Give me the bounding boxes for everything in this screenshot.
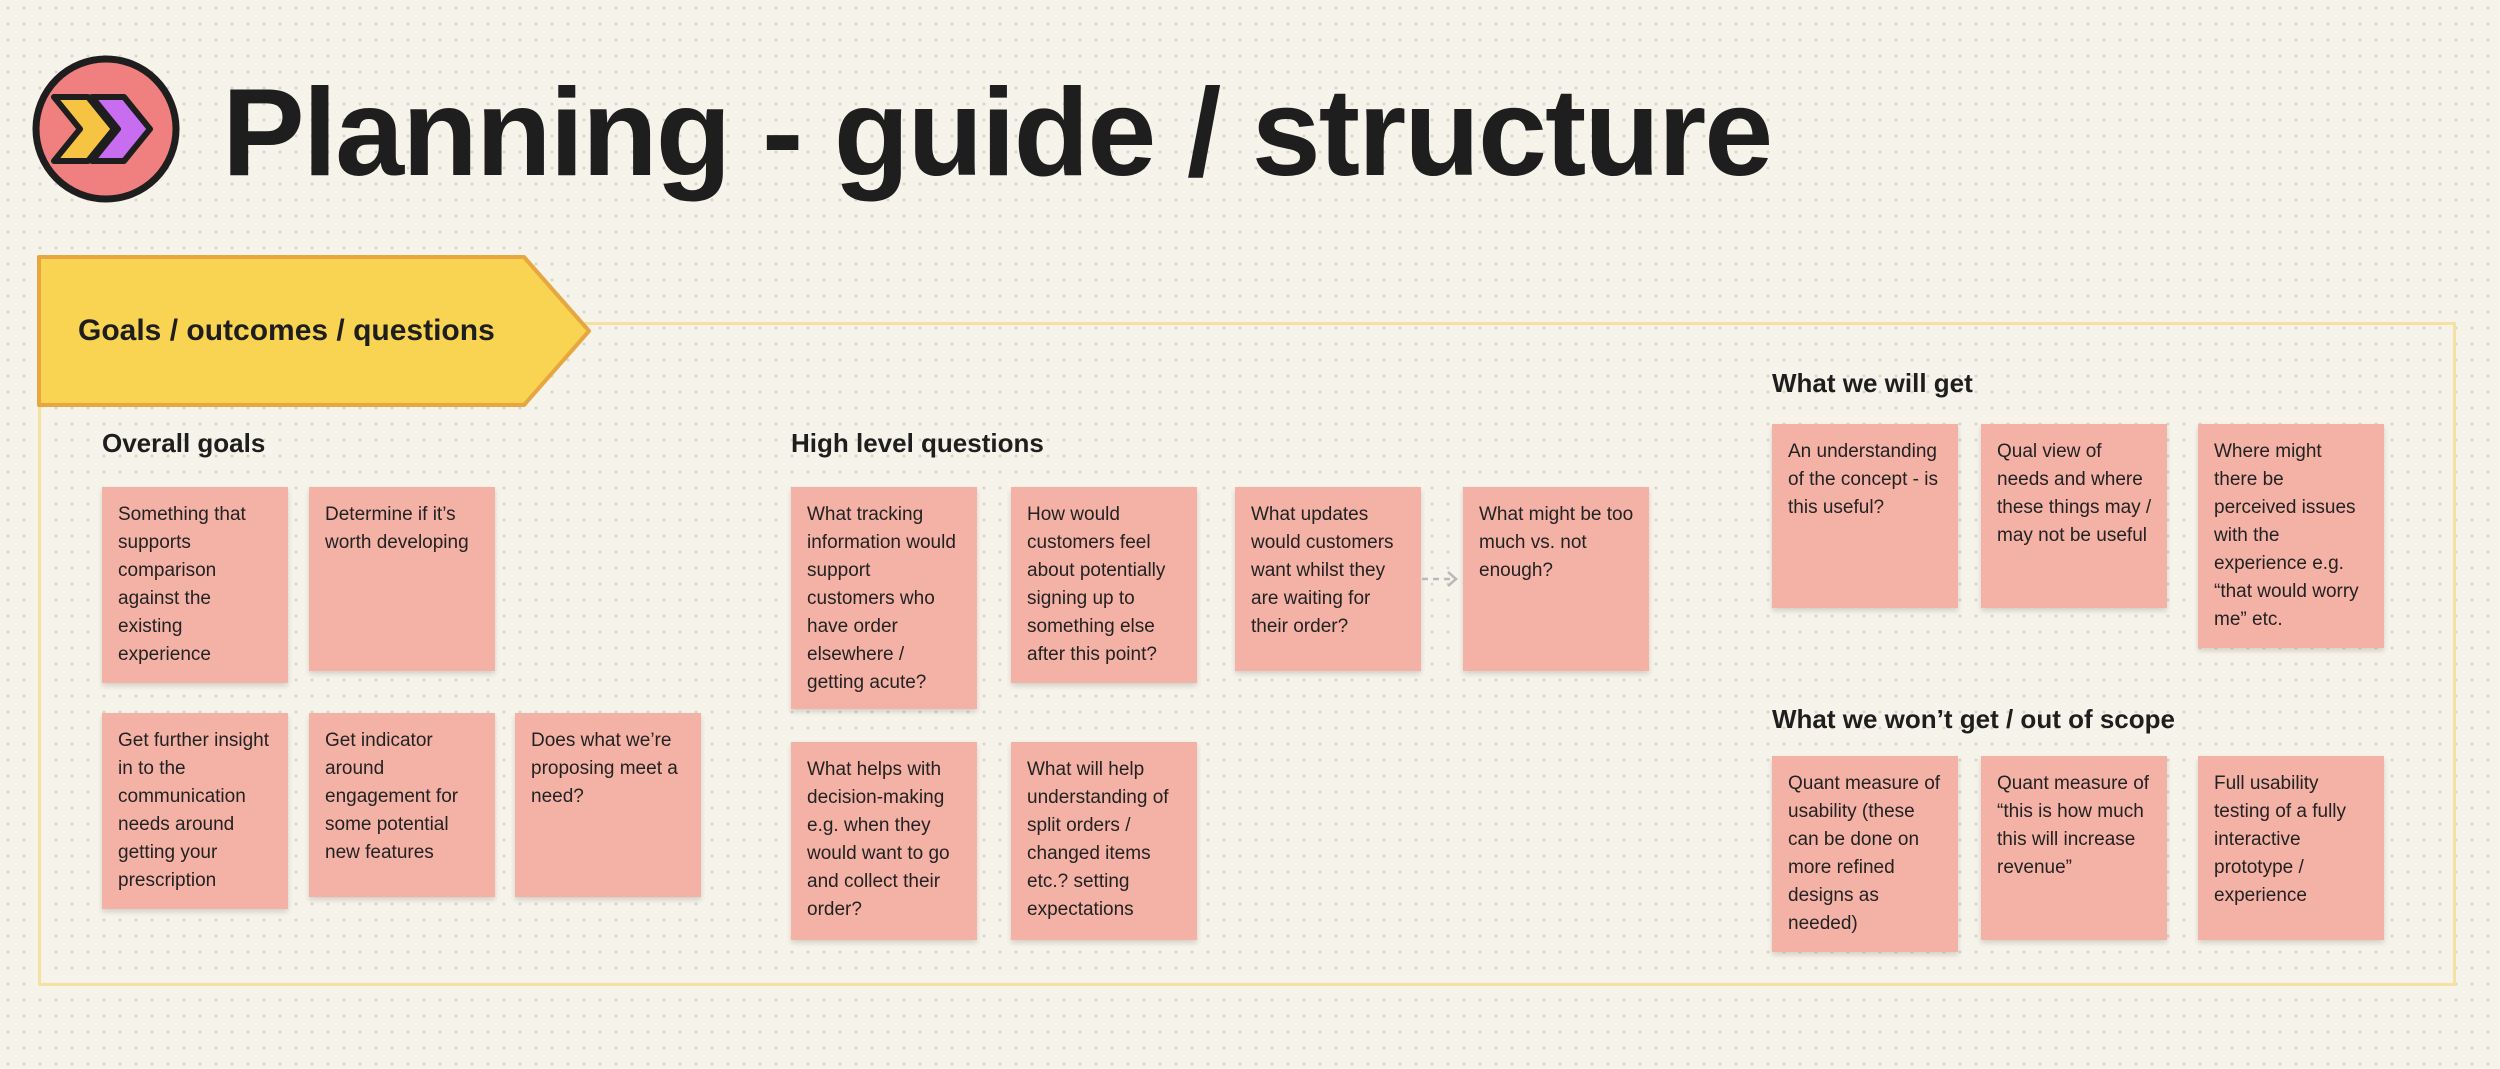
sticky-note[interactable]: What updates would customers want whilst… <box>1235 487 1421 671</box>
connector-arrow-icon <box>1422 571 1458 587</box>
double-chevron-icon <box>32 55 180 203</box>
sticky-note[interactable]: What will help understanding of split or… <box>1011 742 1197 940</box>
section-frame <box>38 322 2456 986</box>
out-of-scope-title: What we won’t get / out of scope <box>1772 704 2175 734</box>
page-title: Planning - guide / structure <box>222 64 1773 202</box>
sticky-note[interactable]: Something that supports comparison again… <box>102 487 288 683</box>
sticky-note[interactable]: Get indicator around engagement for some… <box>309 713 495 897</box>
sticky-note[interactable]: Does what we’re proposing meet a need? <box>515 713 701 897</box>
sticky-note[interactable]: Quant measure of usability (these can be… <box>1772 756 1958 952</box>
sticky-note[interactable]: What might be too much vs. not enough? <box>1463 487 1649 671</box>
section-banner-label: Goals / outcomes / questions <box>78 314 495 347</box>
overall-goals-title: Overall goals <box>102 428 266 458</box>
sticky-note[interactable]: Quant measure of “this is how much this … <box>1981 756 2167 940</box>
sticky-note[interactable]: How would customers feel about potential… <box>1011 487 1197 683</box>
sticky-note[interactable]: Determine if it’s worth developing <box>309 487 495 671</box>
sticky-note[interactable]: Qual view of needs and where these thing… <box>1981 424 2167 608</box>
what-we-will-get-title: What we will get <box>1772 368 1973 398</box>
section-banner-shape <box>37 255 591 407</box>
sticky-note[interactable]: Get further insight in to the communicat… <box>102 713 288 909</box>
sticky-note[interactable]: Full usability testing of a fully intera… <box>2198 756 2384 940</box>
sticky-note[interactable]: Where might there be perceived issues wi… <box>2198 424 2384 648</box>
high-level-questions-title: High level questions <box>791 428 1044 458</box>
sticky-note[interactable]: What helps with decision-making e.g. whe… <box>791 742 977 940</box>
sticky-note[interactable]: An understanding of the concept - is thi… <box>1772 424 1958 608</box>
sticky-note[interactable]: What tracking information would support … <box>791 487 977 709</box>
